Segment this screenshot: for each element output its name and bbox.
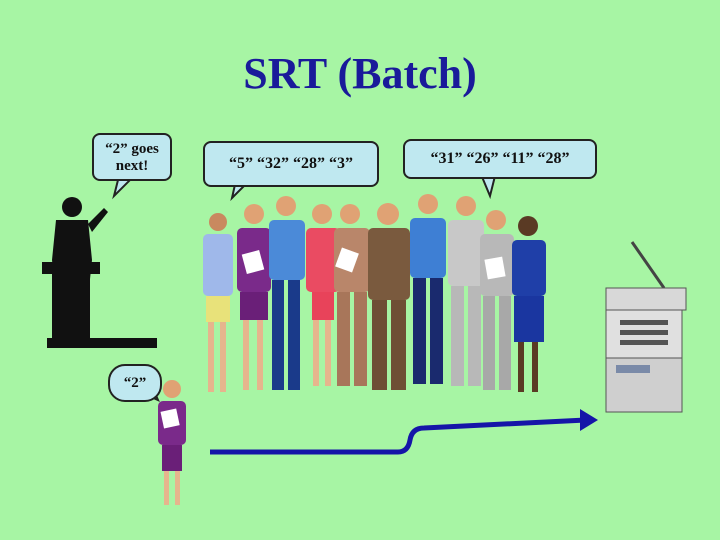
front-person-speech-bubble: “2” [108, 364, 162, 402]
left-group-speech-bubble: “5” “32” “28” “3” [203, 141, 379, 187]
right-group-speech-text: “31” “26” “11” “28” [430, 150, 570, 167]
speaker-speech-bubble: “2” goes next! [92, 133, 172, 181]
left-group-speech-text: “5” “32” “28” “3” [229, 155, 353, 172]
right-group-speech-bubble: “31” “26” “11” “28” [403, 139, 597, 179]
speaker-speech-text: “2” goes next! [105, 141, 159, 174]
front-person-speech-text: “2” [123, 375, 147, 391]
waiting-line-people [203, 194, 546, 392]
slide-title: SRT (Batch) [243, 49, 477, 98]
printer [605, 241, 687, 413]
front-person [158, 380, 186, 505]
speaker-at-podium [42, 197, 157, 348]
queue-arrow [210, 409, 598, 455]
